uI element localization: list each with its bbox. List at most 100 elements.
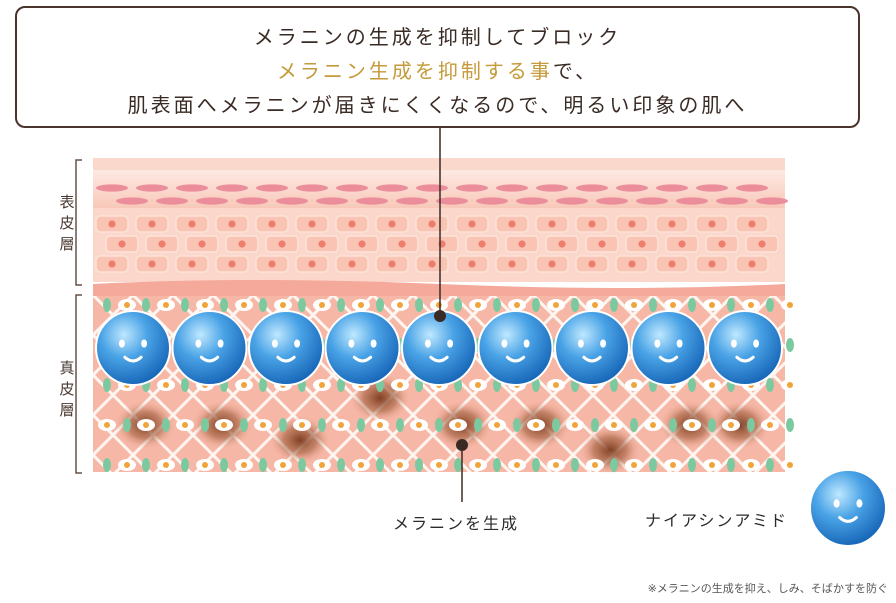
smiley-eye <box>424 339 431 348</box>
callout-line-1: メラニンの生成を抑制してブロック <box>253 25 622 49</box>
smiley-eye <box>833 499 840 508</box>
flat-cell <box>376 184 408 192</box>
green-cell <box>610 298 618 312</box>
fibroblast-nucleus <box>182 422 188 428</box>
fibroblast-nucleus <box>514 462 520 468</box>
callout-line-2: メラニン生成を抑制する事で、 <box>17 58 858 84</box>
cell-nucleus <box>668 220 676 228</box>
green-cell <box>201 418 209 432</box>
fibroblast-nucleus <box>709 302 715 308</box>
green-cell <box>532 458 540 472</box>
smiley-mouth <box>735 355 755 363</box>
green-cell <box>649 458 657 472</box>
green-cell <box>240 418 248 432</box>
callout-highlight: メラニン生成を抑制する事 <box>276 59 553 83</box>
cell-nucleus <box>188 220 196 228</box>
flat-cell <box>396 197 428 205</box>
flat-cell <box>116 197 148 205</box>
cell-nucleus <box>388 220 396 228</box>
green-cell <box>162 418 170 432</box>
green-cell <box>259 298 267 312</box>
green-cell <box>220 298 228 312</box>
green-cell <box>727 298 735 312</box>
epidermis-label: 表皮層 <box>59 193 75 253</box>
fibroblast-nucleus <box>767 422 773 428</box>
pointer-lines <box>434 128 468 502</box>
cell-nucleus <box>238 240 246 248</box>
smiley-eye <box>294 339 301 348</box>
fibroblast-nucleus <box>553 462 559 468</box>
cell-nucleus <box>548 260 556 268</box>
cell-nucleus <box>708 220 716 228</box>
flat-cell <box>556 197 588 205</box>
niacinamide-ball <box>477 310 554 386</box>
niacinamide-ball <box>248 310 324 386</box>
flat-cell <box>236 197 268 205</box>
smiley-mouth <box>123 355 143 363</box>
flat-cell <box>416 184 448 192</box>
green-cell <box>435 418 443 432</box>
green-cell <box>688 458 696 472</box>
fibroblast-nucleus <box>241 382 247 388</box>
cell-nucleus <box>358 240 366 248</box>
cell-nucleus <box>508 260 516 268</box>
fibroblast-nucleus <box>299 422 305 428</box>
green-cell <box>337 298 345 312</box>
smiley-eye <box>195 339 202 348</box>
cell-nucleus <box>268 260 276 268</box>
green-cell <box>318 418 326 432</box>
smiley-mouth <box>658 355 679 363</box>
fibroblast-nucleus <box>709 382 715 388</box>
fibroblast-nucleus <box>358 302 364 308</box>
fibroblast-nucleus <box>319 462 325 468</box>
fibroblast-nucleus <box>202 462 208 468</box>
green-cell <box>610 458 618 472</box>
cell-nucleus <box>228 220 236 228</box>
cell-nucleus <box>198 240 206 248</box>
green-cell <box>415 458 423 472</box>
green-cell <box>552 418 560 432</box>
green-cell <box>181 458 189 472</box>
green-cell <box>649 298 657 312</box>
fibroblast-nucleus <box>553 382 559 388</box>
callout-line-2-rest: で、 <box>552 59 599 83</box>
niacinamide-ball <box>707 310 783 386</box>
fibroblast-nucleus <box>650 422 656 428</box>
green-cell <box>766 298 774 312</box>
flat-cell <box>676 197 708 205</box>
fibroblast-nucleus <box>397 462 403 468</box>
green-cell <box>376 458 384 472</box>
flat-cell <box>616 184 648 192</box>
green-cell <box>766 378 774 392</box>
smiley-eye <box>730 339 737 348</box>
flat-cell <box>136 184 168 192</box>
green-cell <box>493 298 501 312</box>
fibroblast-nucleus <box>124 462 130 468</box>
fibroblast-nucleus <box>572 422 578 428</box>
fibroblast-nucleus <box>787 302 793 308</box>
cell-nucleus <box>228 260 236 268</box>
green-cell <box>103 378 111 392</box>
cell-nucleus <box>628 220 636 228</box>
flat-cell <box>456 184 488 192</box>
cell-nucleus <box>598 240 606 248</box>
fibroblast-nucleus <box>104 422 110 428</box>
green-cell <box>415 298 423 312</box>
green-cell <box>532 298 540 312</box>
fibroblast-nucleus <box>202 302 208 308</box>
smiley-eye <box>141 339 148 348</box>
smiley-eye <box>523 339 530 348</box>
green-cell <box>630 418 638 432</box>
flat-cell <box>256 184 288 192</box>
green-cell <box>181 378 189 392</box>
fibroblast-nucleus <box>475 382 481 388</box>
smiley-mouth <box>199 355 220 363</box>
fibroblast-nucleus <box>748 302 754 308</box>
smiley-eye <box>577 339 584 348</box>
green-cell <box>103 298 111 312</box>
fibroblast-nucleus <box>592 302 598 308</box>
green-cell <box>454 458 462 472</box>
green-cell <box>259 378 267 392</box>
green-cell <box>103 458 111 472</box>
green-cell <box>688 298 696 312</box>
